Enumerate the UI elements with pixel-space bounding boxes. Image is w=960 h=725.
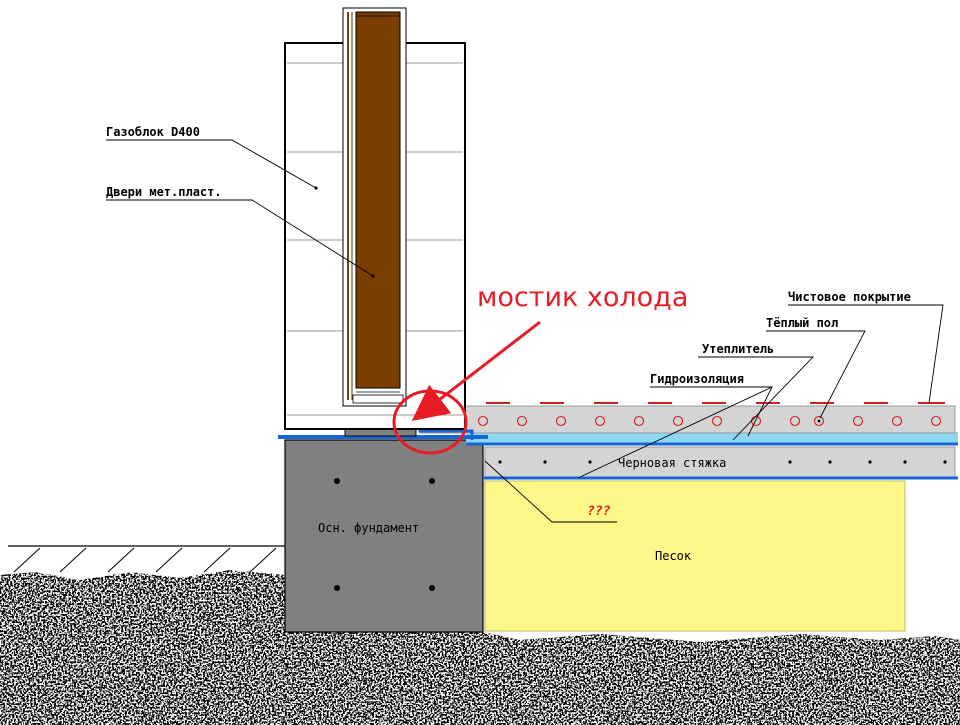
sand-layer <box>484 480 906 632</box>
warm-floor-layer <box>419 405 956 434</box>
label-question: ??? <box>587 504 611 519</box>
label-sand: Песок <box>655 549 692 563</box>
leader-lines <box>106 139 944 523</box>
ground-line <box>8 545 285 573</box>
label-finish-cover: Чистовое покрытие <box>788 290 911 304</box>
cold-bridge-arrow <box>411 320 541 421</box>
label-warm-floor: Тёплый пол <box>766 316 838 330</box>
label-cold-bridge: мостик холода <box>477 282 688 313</box>
label-foundation: Осн. фундамент <box>318 521 419 535</box>
insulation-layer <box>466 432 958 443</box>
door-marker <box>371 274 375 278</box>
main-foundation <box>284 439 484 633</box>
label-gas-block: Газоблок D400 <box>106 125 200 139</box>
label-door: Двери мет.пласт. <box>106 185 222 199</box>
label-rough-screed: Черновая стяжка <box>618 456 726 470</box>
label-waterproofing: Гидроизоляция <box>650 372 744 386</box>
label-insulation: Утеплитель <box>702 342 774 356</box>
gas-block-marker <box>314 186 318 190</box>
door-element <box>342 7 407 407</box>
